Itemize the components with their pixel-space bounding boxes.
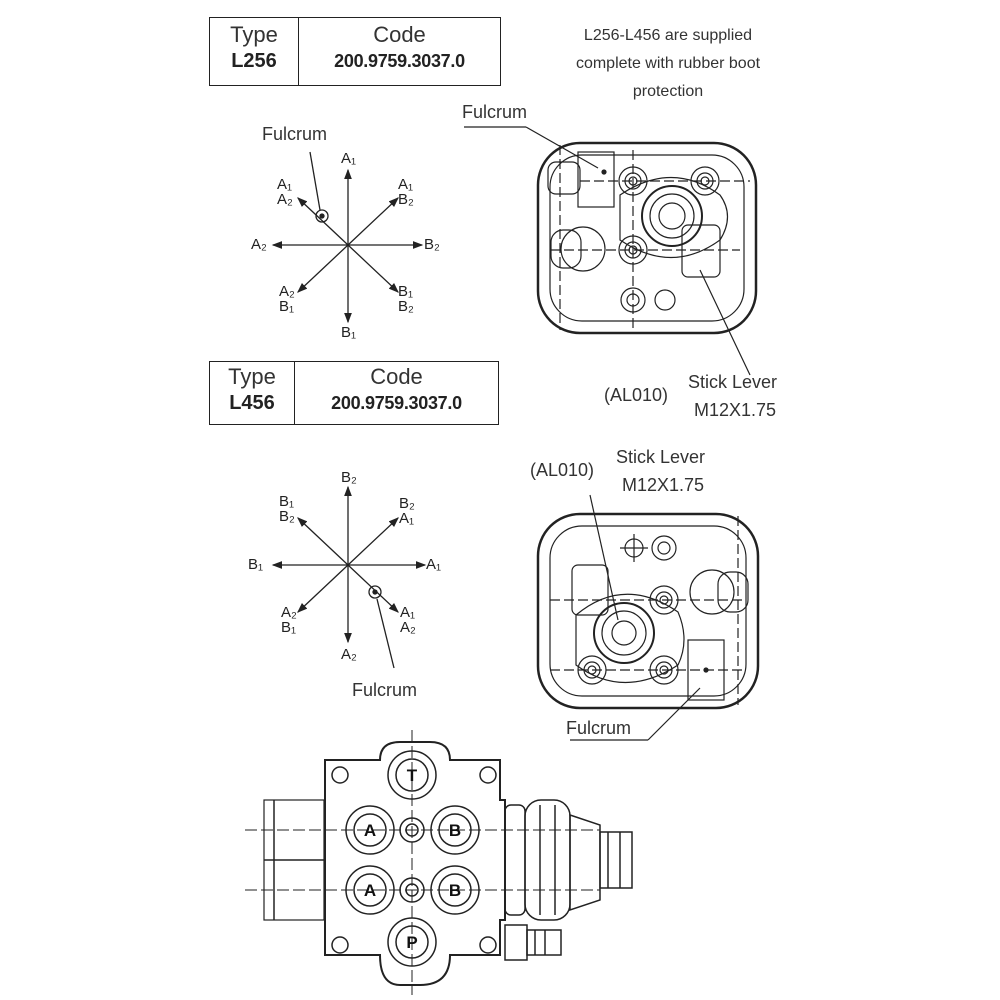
dir-right: A₁ xyxy=(426,556,442,573)
note-line: protection xyxy=(632,83,704,100)
dir-right: B₂ xyxy=(424,236,440,253)
supply-note: L256-L456 are supplied complete with rub… xyxy=(548,22,788,106)
port-t-label: T xyxy=(407,766,418,785)
code-header: Code xyxy=(373,22,426,47)
code-value: 200.9759.3037.0 xyxy=(331,393,462,413)
thread-label-l456: M12X1.75 xyxy=(622,475,705,495)
dir-top-right: B₂ A₁ xyxy=(399,495,415,527)
part-code-l256: (AL010) xyxy=(604,385,669,405)
part-code-l456: (AL010) xyxy=(530,460,595,480)
port-a-upper-label: A xyxy=(364,821,376,840)
fulcrum-label-l456-diagram: Fulcrum xyxy=(352,680,418,700)
dir-left: B₁ xyxy=(248,556,264,573)
dir-top: B₂ xyxy=(341,469,357,486)
type-header: Type xyxy=(228,364,276,389)
port-b-upper-label: B xyxy=(449,821,461,840)
dir-left: A₂ xyxy=(251,236,267,253)
dir-top-left: A₁ A₂ xyxy=(277,176,293,208)
thread-label-l256: M12X1.75 xyxy=(694,400,777,420)
type-value: L256 xyxy=(231,50,277,72)
direction-star-l456 xyxy=(271,485,427,669)
code-value: 200.9759.3037.0 xyxy=(334,51,465,71)
dir-top: A₁ xyxy=(341,150,357,167)
type-header: Type xyxy=(230,22,278,47)
type-value: L456 xyxy=(229,392,275,414)
dir-top-right: A₁ B₂ xyxy=(398,176,414,208)
stick-lever-label-l456: Stick Lever xyxy=(616,447,706,467)
dir-bottom: B₁ xyxy=(341,324,357,341)
stick-lever-label-l256: Stick Lever xyxy=(688,372,778,392)
direction-star-l256 xyxy=(271,151,424,324)
port-p-label: P xyxy=(406,933,417,952)
joystick-top-view-l256 xyxy=(464,126,758,376)
code-header: Code xyxy=(370,364,423,389)
dir-bottom-left: A₂ B₁ xyxy=(281,604,297,636)
note-line: L256-L456 are supplied xyxy=(583,27,753,44)
note-line: complete with rubber boot xyxy=(575,55,761,72)
fulcrum-label-l256-diagram: Fulcrum xyxy=(262,124,328,144)
joystick-top-view-l456 xyxy=(536,494,760,741)
dir-bottom: A₂ xyxy=(341,646,357,663)
valve-body: T A B A B P xyxy=(245,730,633,995)
dir-bottom-right: A₁ A₂ xyxy=(400,604,416,636)
dir-top-left: B₁ B₂ xyxy=(279,493,295,525)
fulcrum-label-l456-device: Fulcrum xyxy=(566,718,632,738)
dir-bottom-right: B₁ B₂ xyxy=(398,283,414,315)
port-b-lower-label: B xyxy=(449,881,461,900)
fulcrum-label-l256-device: Fulcrum xyxy=(462,102,528,122)
port-a-lower-label: A xyxy=(364,881,376,900)
dir-bottom-left: A₂ B₁ xyxy=(279,283,295,315)
